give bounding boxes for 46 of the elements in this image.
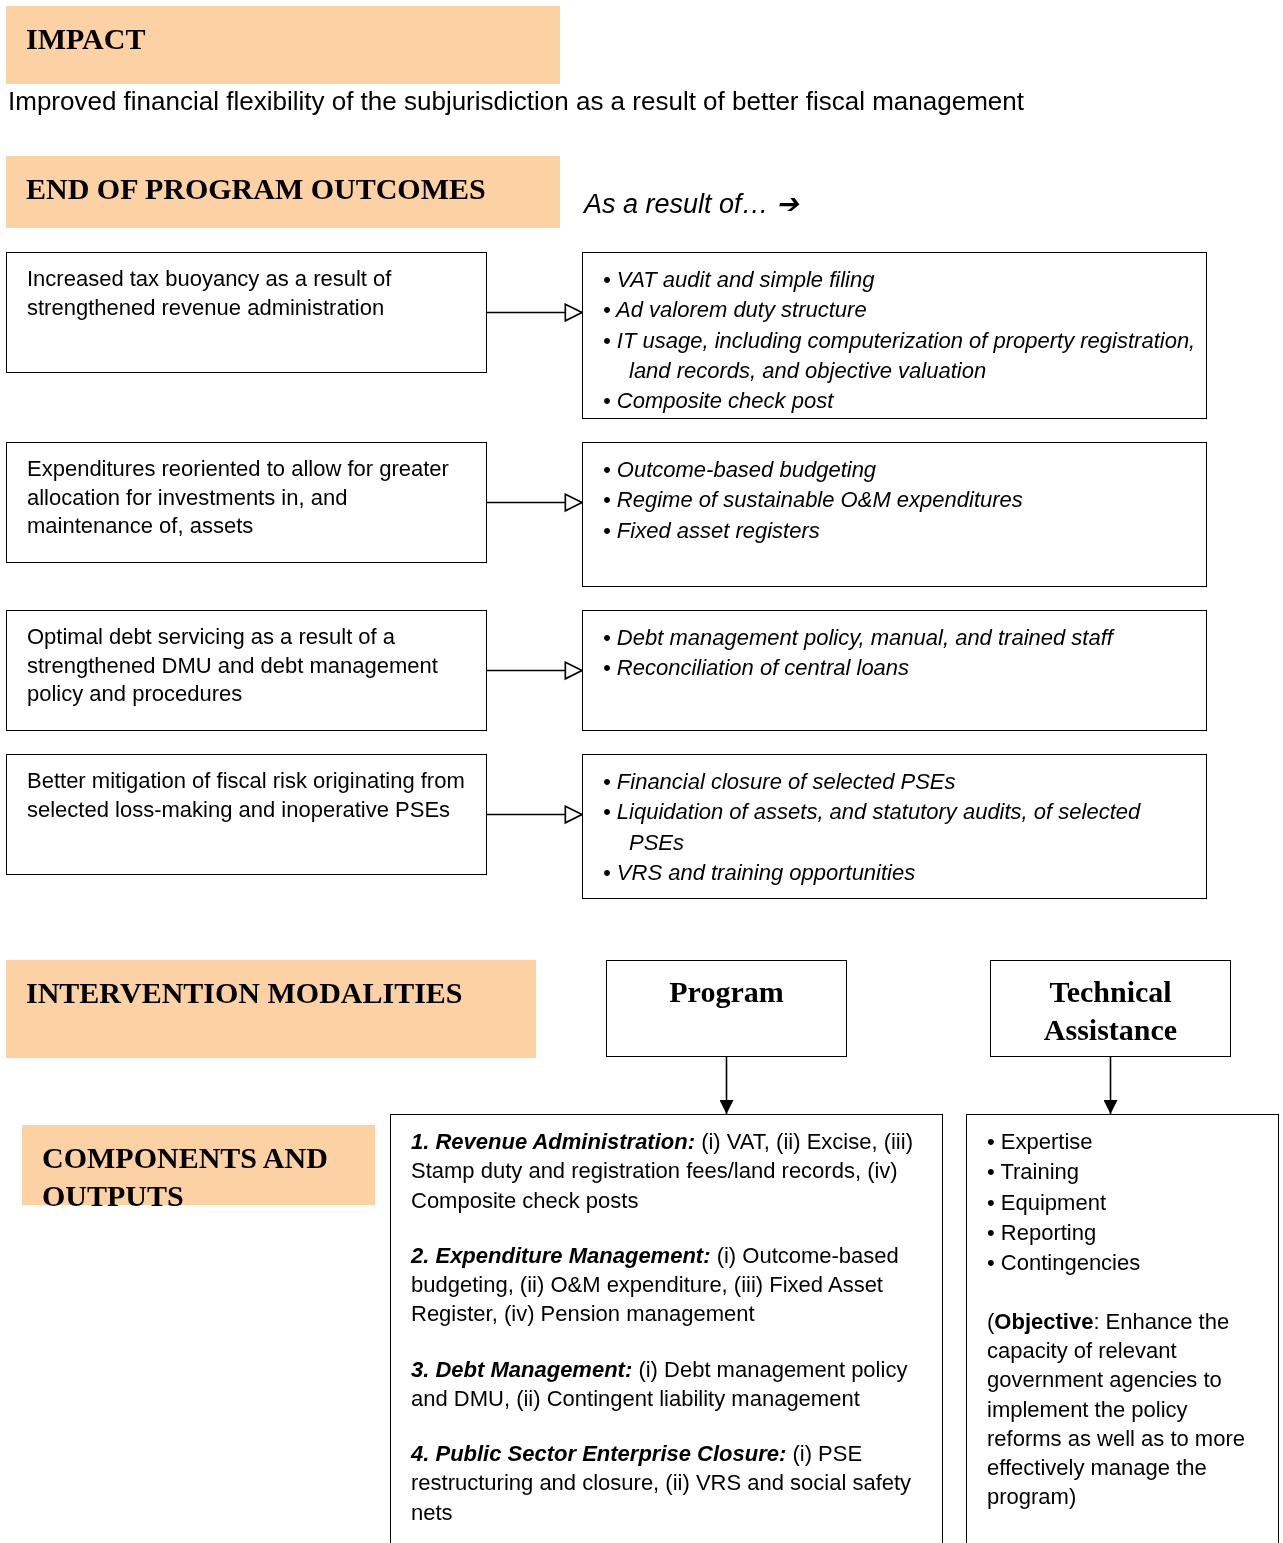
result-of-note: As a result of… ➔	[584, 188, 800, 220]
impact-statement: Improved financial flexibility of the subjurisdiction as a result of better fiscal management	[8, 86, 1024, 117]
components-box	[390, 1114, 943, 1543]
component-paragraph: 1. Revenue Administration: (i) VAT, (ii) Excise, (iii) Stamp duty and registration fees/land records, (iv) Composite check posts	[411, 1128, 914, 1215]
objective-note: (Objective: Enhance the capacity of relevant government agencies to implement the policy reforms as well as to more effectively manage the program)	[987, 1307, 1246, 1512]
bullet-item: • Training	[987, 1158, 1081, 1187]
arrow	[486, 303, 583, 322]
bullet-item: • Reconciliation of central loans	[603, 654, 911, 683]
section-heading-band: COMPONENTS AND OUTPUTS	[22, 1125, 375, 1205]
section-heading-band: END OF PROGRAM OUTCOMES	[6, 156, 560, 228]
result-box	[582, 442, 1207, 587]
result-box	[582, 610, 1207, 731]
bullet-item: • Regime of sustainable O&M expenditures	[603, 486, 1024, 515]
assistance-box	[966, 1114, 1279, 1543]
section-heading-band: INTERVENTION MODALITIES	[6, 960, 536, 1058]
bullet-item: • Contingencies	[987, 1249, 1142, 1278]
result-box	[582, 754, 1207, 899]
bullet-item: • Liquidation of assets, and statutory audits, of selected PSEs	[603, 798, 1142, 857]
outcome-box: Better mitigation of fiscal risk originating from selected loss-making and inoperative PSEs	[6, 754, 487, 875]
bullet-item: • Expertise	[987, 1128, 1094, 1156]
arrow	[486, 493, 583, 512]
modality-box: Program	[606, 960, 847, 1057]
component-paragraph: 3. Debt Management: (i) Debt management policy and DMU, (ii) Contingent liability management	[411, 1355, 909, 1413]
arrow	[486, 805, 583, 824]
bullet-item: • Fixed asset registers	[603, 516, 821, 545]
bullet-item: • Reporting	[987, 1219, 1098, 1248]
bullet-item: • Ad valorem duty structure	[603, 296, 868, 325]
arrow	[486, 661, 583, 680]
arrow	[1103, 1056, 1118, 1115]
outcome-box: Expenditures reoriented to allow for greater allocation for investments in, and maintenance of, assets	[6, 442, 487, 563]
bullet-item: • VRS and training opportunities	[603, 859, 917, 888]
bullet-item: • Debt management policy, manual, and trained staff	[603, 624, 1116, 652]
arrow	[719, 1056, 734, 1115]
bullet-item: • IT usage, including computerization of property registration, land records, and objective valuation	[603, 326, 1196, 386]
section-heading-band: IMPACT	[6, 6, 560, 84]
bullet-item: • Composite check post	[603, 387, 835, 416]
bullet-item: • Outcome-based budgeting	[603, 456, 878, 484]
bullet-item: • Financial closure of selected PSEs	[603, 768, 957, 796]
modality-box: Technical Assistance	[990, 960, 1231, 1057]
bullet-item: • VAT audit and simple filing	[603, 266, 876, 294]
bullet-item: • Equipment	[987, 1188, 1107, 1217]
outcome-box: Optimal debt servicing as a result of a strengthened DMU and debt management policy and procedures	[6, 610, 487, 731]
component-paragraph: 4. Public Sector Enterprise Closure: (i) PSE restructuring and closure, (ii) VRS and social safety nets	[411, 1440, 913, 1527]
outcome-box: Increased tax buoyancy as a result of strengthened revenue administration	[6, 252, 487, 373]
component-paragraph: 2. Expenditure Management: (i) Outcome-based budgeting, (ii) O&M expenditure, (iii) Fixed Asset Register, (iv) Pension management	[411, 1241, 900, 1329]
result-box	[582, 252, 1207, 419]
